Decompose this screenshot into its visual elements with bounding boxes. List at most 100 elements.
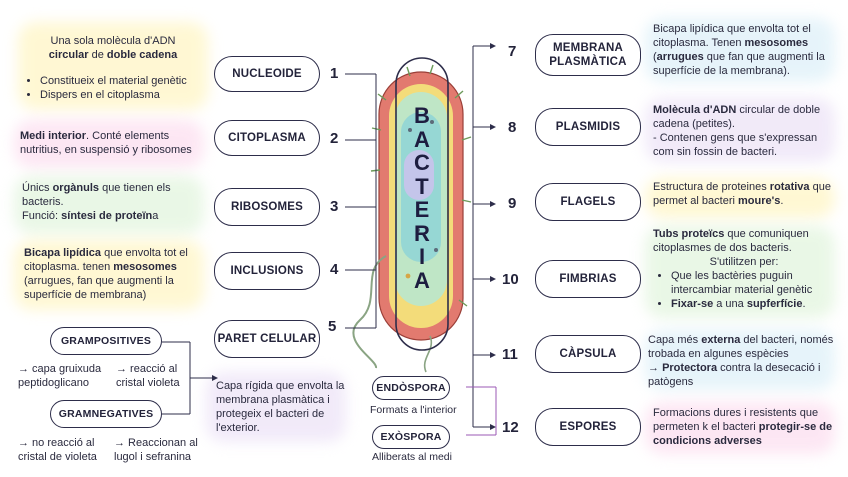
paret-description: Capa rígida que envolta la membrana plas… — [216, 380, 345, 434]
desc-bold: Tubs proteïcs — [653, 228, 725, 240]
endospora-label[interactable]: ENDÒSPORA — [372, 376, 450, 400]
desc-text: que comuniquen citoplasmes de dos bacter… — [653, 228, 809, 254]
bg-blob — [645, 402, 835, 454]
desc-bold: Bicapa lipídica — [24, 247, 102, 259]
grampositives-note-2: → reacció al cristal violeta — [116, 363, 180, 389]
fimbrias-label[interactable]: FIMBRIAS — [535, 260, 641, 298]
desc-text: contra la desecació i patògens — [648, 362, 821, 388]
number-3: 3 — [330, 198, 339, 215]
title-letter: B — [414, 103, 430, 128]
desc-text: Capa més — [648, 334, 702, 346]
label-text: ENDÒSPORA — [376, 382, 446, 394]
citoplasma-description: Medi interior. Conté elements nutritius,… — [20, 129, 206, 157]
desc-bold: síntesi de proteïn — [61, 210, 153, 222]
inclusions-description: Bicapa lipídica que envolta tot el citop… — [24, 246, 208, 302]
title-letter: R — [414, 220, 430, 246]
desc-bold: rotativa — [769, 181, 810, 193]
title-letter: A — [414, 267, 430, 293]
desc-text: Que les bactèries puguin intercambiar ma… — [671, 270, 813, 296]
desc-text: a una — [713, 298, 747, 310]
number-5: 5 — [328, 318, 337, 335]
bacteria-title: B A C T E R I A — [396, 104, 448, 292]
desc-bold: mesosomes — [113, 261, 177, 273]
bullet-item: Que les bactèries puguin intercambiar ma… — [671, 269, 835, 297]
desc-bold: Protectora — [662, 362, 718, 374]
ribosomes-description: Únics orgànuls que tienen els bacteris. … — [22, 181, 208, 223]
desc-text: que tienen els bacteris. — [22, 182, 171, 208]
label-text: PLASMÀTICA — [549, 56, 627, 68]
fimbrias-description: Tubs proteïcs que comuniquen citoplasmes… — [653, 227, 835, 311]
desc-bold: Molècula d'ADN — [653, 104, 737, 116]
exospora-caption: Alliberats al medi — [372, 451, 452, 463]
desc-text: Funció: — [22, 210, 62, 222]
gramnegatives-note-1: → no reacció al cristal de violeta — [18, 437, 97, 463]
title-letter: I — [418, 244, 426, 269]
nucleoide-label[interactable]: NUCLEOIDE — [214, 56, 320, 92]
label-text: ESPORES — [559, 421, 617, 433]
label-text: GRAMPOSITIVES — [60, 335, 152, 347]
desc-bold: doble cadena — [106, 49, 178, 61]
number-8: 8 — [508, 119, 517, 136]
bg-blob — [14, 176, 204, 234]
desc-text: del bacteri, només trobada en algunes es… — [648, 334, 834, 360]
bullet-item: Constitueix el material genètic — [40, 74, 212, 88]
desc-text: Una sola molècula d'ADN — [50, 35, 176, 47]
label-text: GRAMNEGATIVES — [58, 408, 154, 420]
label-text: NUCLEOIDE — [232, 68, 302, 80]
membrana-description: Bicapa lipídica que envolta tot el citop… — [653, 22, 833, 78]
grampositives-label[interactable]: GRAMPOSITIVES — [50, 327, 162, 355]
nucleoide-bullets: Constitueix el material genètic Dispers … — [22, 70, 212, 102]
grampositives-note-1: → capa gruixuda peptidoglicano — [18, 363, 102, 389]
desc-text: que envolta tot el citoplasma. tenen — [24, 247, 188, 273]
label-text: CÀPSULA — [559, 348, 617, 360]
title-letter: C — [414, 150, 430, 175]
bg-blob — [645, 330, 835, 390]
label-text: RIBOSOMES — [230, 201, 304, 213]
label-text: EXÒSPORA — [380, 431, 442, 443]
bullet-item: Dispers en el citoplasma — [40, 88, 212, 102]
bg-blob — [14, 240, 204, 310]
desc-text: a — [152, 210, 159, 222]
desc-bold: orgànuls — [52, 182, 100, 194]
desc-text: → — [648, 362, 663, 374]
desc-text: Estructura de proteines — [653, 181, 770, 193]
membrana-plasmatica-label[interactable]: MEMBRANA PLASMÀTICA — [535, 34, 641, 76]
label-text: PARET CELULAR — [217, 333, 317, 345]
flagels-label[interactable]: FLAGELS — [535, 183, 641, 221]
desc-text: Bicapa lipídica que envolta tot el citop… — [653, 23, 811, 49]
exospora-label[interactable]: EXÒSPORA — [372, 425, 450, 449]
number-11: 11 — [502, 346, 518, 363]
number-10: 10 — [502, 271, 519, 288]
number-4: 4 — [330, 261, 339, 278]
bg-blob — [14, 120, 204, 168]
label-text: CITOPLASMA — [228, 132, 306, 144]
label-text: INCLUSIONS — [230, 265, 304, 277]
inclusions-label[interactable]: INCLUSIONS — [214, 252, 320, 290]
paret-celular-label[interactable]: PARET CELULAR — [214, 320, 320, 358]
desc-text: (arrugues, fan que augmenti la superfíci… — [24, 275, 174, 301]
title-letter: E — [414, 197, 430, 222]
desc-text: . — [780, 195, 784, 207]
bacterium-illustration — [352, 57, 472, 373]
plasmidis-label[interactable]: PLASMIDIS — [535, 108, 641, 146]
desc-bold: arrugues — [656, 51, 704, 63]
espores-label[interactable]: ESPORES — [535, 408, 641, 446]
bg-blob — [645, 18, 835, 82]
gramnegatives-label[interactable]: GRAMNEGATIVES — [50, 400, 162, 428]
desc-text: ( — [653, 51, 657, 63]
desc-text: de — [88, 49, 107, 61]
desc-text: Formacions dures i resistents que permet… — [653, 407, 819, 433]
bg-blob — [645, 178, 835, 218]
label-text: MEMBRANA — [553, 42, 623, 54]
desc-text: S'utilitzen per: — [709, 256, 779, 268]
capsula-label[interactable]: CÀPSULA — [535, 335, 641, 373]
desc-bold: mesosomes — [744, 37, 809, 49]
desc-text: circular de doble cadena (petites). — [653, 104, 821, 130]
citoplasma-label[interactable]: CITOPLASMA — [214, 120, 320, 156]
desc-bold: Medi interior — [20, 130, 87, 142]
flagels-description: Estructura de proteines rotativa que per… — [653, 180, 835, 208]
number-2: 2 — [330, 130, 339, 147]
bg-blob — [18, 22, 208, 110]
ribosomes-label[interactable]: RIBOSOMES — [214, 188, 320, 226]
desc-bold: moure's — [737, 195, 781, 207]
